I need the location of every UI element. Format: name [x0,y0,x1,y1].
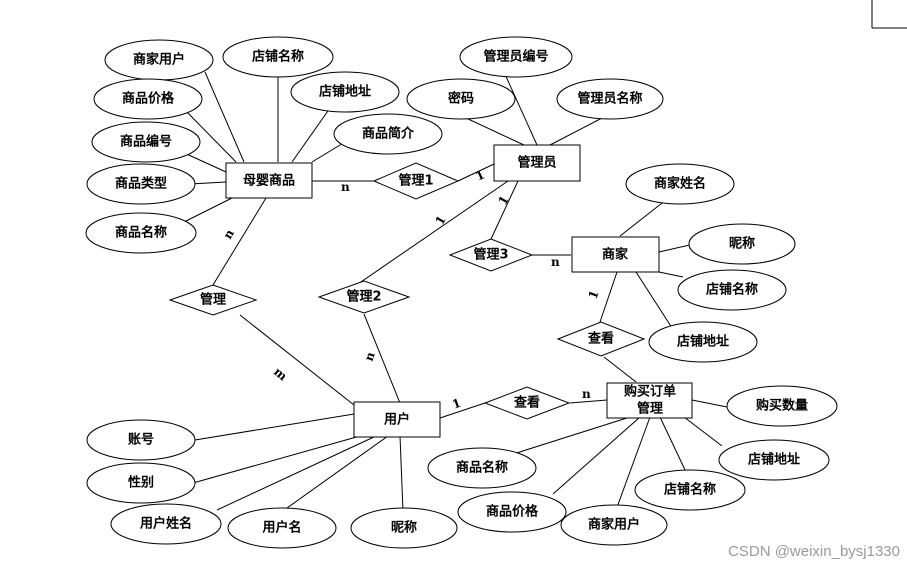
svg-text:商家用户: 商家用户 [588,517,640,533]
svg-text:商品价格: 商品价格 [486,504,539,520]
svg-text:查看: 查看 [513,395,540,411]
attribute-user-account: 账号 [86,419,196,461]
attribute-product-intro: 商品简介 [333,113,443,155]
svg-text:用户名: 用户名 [261,520,301,536]
relationship-diamonds: 管理1 管理3 管理 管理2 查看 查看 [168,162,646,420]
cardinality-user-guanli2: n [362,350,378,363]
svg-text:昵称: 昵称 [729,236,755,252]
relationship-chakan-user: 查看 [483,386,571,420]
svg-text:用户: 用户 [383,412,410,428]
entity-rectangles: 母婴商品 管理员 商家 购买订单 管理 用户 [225,144,693,438]
attribute-admin-name: 管理员名称 [556,78,664,120]
entity-admin: 管理员 [493,144,581,182]
svg-text:管理员编号: 管理员编号 [483,49,548,65]
attribute-merchant-store-name: 店铺名称 [677,269,787,311]
cardinality-admin-guanli3: 1 [495,193,511,207]
attribute-product-merchant-user: 商家用户 [104,39,214,81]
svg-text:店铺名称: 店铺名称 [252,49,304,65]
cardinality-order-chakan: n [582,387,591,401]
attribute-user-realname: 用户姓名 [110,503,222,545]
attribute-admin-pwd: 密码 [406,78,516,120]
attribute-product-no: 商品编号 [91,121,201,163]
svg-text:购买订单: 购买订单 [624,384,676,400]
svg-text:性别: 性别 [128,475,154,491]
svg-text:商家用户: 商家用户 [133,52,185,68]
svg-text:查看: 查看 [587,331,614,347]
attribute-order-qty: 购买数量 [726,385,838,427]
attribute-merchant-name: 商家姓名 [625,163,735,205]
cardinality-merchant-guanli3: n [551,255,560,269]
cardinality-merchant-chakan: 1 [586,288,602,301]
entity-merchant: 商家 [571,236,660,273]
attribute-product-store-addr: 店铺地址 [290,71,400,113]
svg-text:管理2: 管理2 [346,289,381,305]
attribute-admin-no: 管理员编号 [459,36,573,78]
attribute-product-name: 商品名称 [85,212,197,254]
attribute-order-store-name: 店铺名称 [634,469,746,511]
svg-text:管理员名称: 管理员名称 [577,91,642,107]
svg-text:商品类型: 商品类型 [115,176,167,192]
cardinality-user-chakan: 1 [450,396,463,412]
attribute-order-store-addr: 店铺地址 [718,439,830,481]
attribute-order-price: 商品价格 [457,491,567,533]
svg-text:管理1: 管理1 [398,173,433,189]
watermark: CSDN @weixin_bysj1330 [728,543,900,560]
svg-text:店铺地址: 店铺地址 [319,84,371,100]
cardinality-user-guanli: m [271,365,290,384]
svg-text:店铺地址: 店铺地址 [748,452,800,468]
svg-text:管理: 管理 [200,292,226,308]
svg-text:商品编号: 商品编号 [120,134,172,150]
attribute-user-gender: 性别 [86,462,196,504]
svg-text:店铺地址: 店铺地址 [677,334,729,350]
attribute-user-nick: 昵称 [350,507,458,549]
attribute-user-username: 用户名 [227,507,337,549]
svg-text:商品价格: 商品价格 [122,91,175,107]
attribute-product-price: 商品价格 [93,78,203,120]
relationship-guanli1: 管理1 [372,162,460,200]
svg-text:店铺名称: 店铺名称 [664,482,716,498]
svg-text:商家姓名: 商家姓名 [654,176,706,192]
svg-text:商品简介: 商品简介 [362,126,415,142]
svg-text:密码: 密码 [447,91,474,107]
svg-text:账号: 账号 [128,433,154,448]
svg-text:商品名称: 商品名称 [115,225,167,241]
attribute-merchant-nick: 昵称 [688,223,796,265]
svg-text:昵称: 昵称 [391,520,417,536]
cardinality-admin-guanli2: 1 [432,213,448,227]
svg-text:管理: 管理 [637,401,663,417]
connector-lines [171,71,728,514]
svg-text:管理3: 管理3 [473,247,508,263]
cardinality-admin-guanli1: 1 [473,167,486,183]
svg-text:商家: 商家 [602,247,629,263]
svg-text:母婴商品: 母婴商品 [243,173,295,189]
relationship-guanli2: 管理2 [317,280,411,314]
attribute-merchant-store-addr: 店铺地址 [648,321,758,363]
attribute-product-store-name: 店铺名称 [222,36,334,78]
relationship-guanli: 管理 [168,284,258,316]
relationship-guanli3: 管理3 [448,238,534,272]
entity-order: 购买订单 管理 [606,382,693,419]
attribute-order-merchant-user: 商家用户 [560,504,668,546]
cardinality-labels: n 1 n 1 1 n 1 m n 1 n [220,167,601,411]
svg-text:店铺名称: 店铺名称 [706,282,758,298]
svg-text:商品名称: 商品名称 [456,460,508,476]
attribute-ellipses: 商家用户 店铺名称 商品价格 店铺地址 商品编号 商品简介 商品类型 商品名称 … [85,36,838,549]
attribute-product-type: 商品类型 [86,163,196,205]
cardinality-muying-guanli: n [220,227,237,242]
relationship-chakan-merchant: 查看 [556,321,646,357]
svg-text:管理员: 管理员 [517,155,556,171]
svg-text:购买数量: 购买数量 [756,398,808,414]
cardinality-muying-guanli1: n [341,180,350,194]
entity-user: 用户 [353,401,441,438]
svg-text:用户姓名: 用户姓名 [139,516,192,532]
attribute-order-product-name: 商品名称 [427,447,537,489]
entity-muying: 母婴商品 [225,162,313,199]
